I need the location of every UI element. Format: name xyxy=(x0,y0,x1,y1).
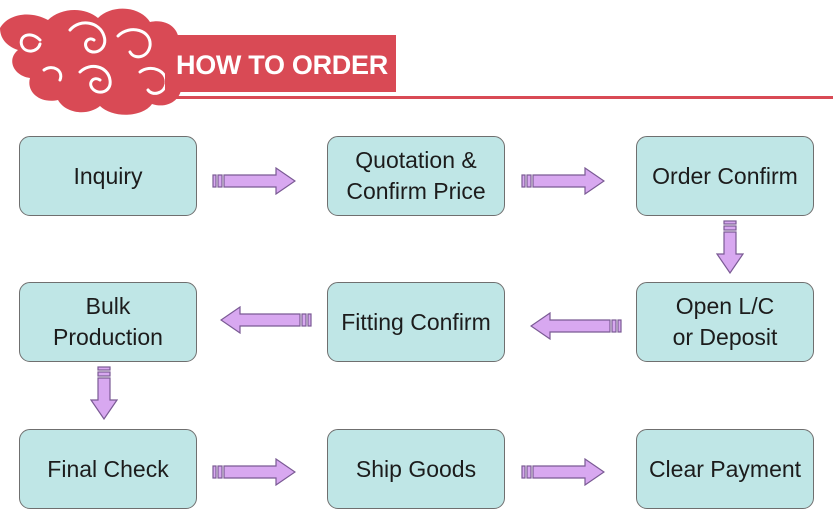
arrow-left-icon xyxy=(220,306,312,334)
header-banner xyxy=(165,35,396,92)
arrow-down-icon xyxy=(716,220,744,274)
step-label: Open L/C xyxy=(675,293,775,319)
step-open-lc-or-deposit: Open L/C or Deposit xyxy=(636,282,814,362)
step-label: Confirm Price xyxy=(346,178,486,204)
step-label: Bulk xyxy=(85,293,131,319)
decorative-cloud-icon xyxy=(0,8,190,115)
step-final-check: Final Check xyxy=(19,429,197,509)
step-label: Ship Goods xyxy=(355,455,477,482)
step-quotation-confirm-price: Quotation & Confirm Price xyxy=(327,136,505,216)
step-inquiry: Inquiry xyxy=(19,136,197,216)
arrow-right-icon xyxy=(521,458,605,486)
step-label: Inquiry xyxy=(73,162,143,189)
arrow-left-icon xyxy=(530,312,622,340)
step-clear-payment: Clear Payment xyxy=(636,429,814,509)
arrow-right-icon xyxy=(521,167,605,195)
step-order-confirm: Order Confirm xyxy=(636,136,814,216)
arrow-right-icon xyxy=(212,458,296,486)
step-bulk-production: Bulk Production xyxy=(19,282,197,362)
step-label: Production xyxy=(53,324,163,350)
step-label: Clear Payment xyxy=(648,455,802,482)
step-label: Quotation & xyxy=(355,147,477,173)
step-label: Fitting Confirm xyxy=(341,308,491,335)
step-label: or Deposit xyxy=(672,324,778,350)
step-label: Order Confirm xyxy=(652,162,798,189)
arrow-right-icon xyxy=(212,167,296,195)
page-title: HOW TO ORDER xyxy=(176,50,388,80)
step-fitting-confirm: Fitting Confirm xyxy=(327,282,505,362)
header-divider xyxy=(168,96,833,99)
arrow-down-icon xyxy=(90,366,118,420)
step-label: Final Check xyxy=(47,455,169,482)
step-ship-goods: Ship Goods xyxy=(327,429,505,509)
